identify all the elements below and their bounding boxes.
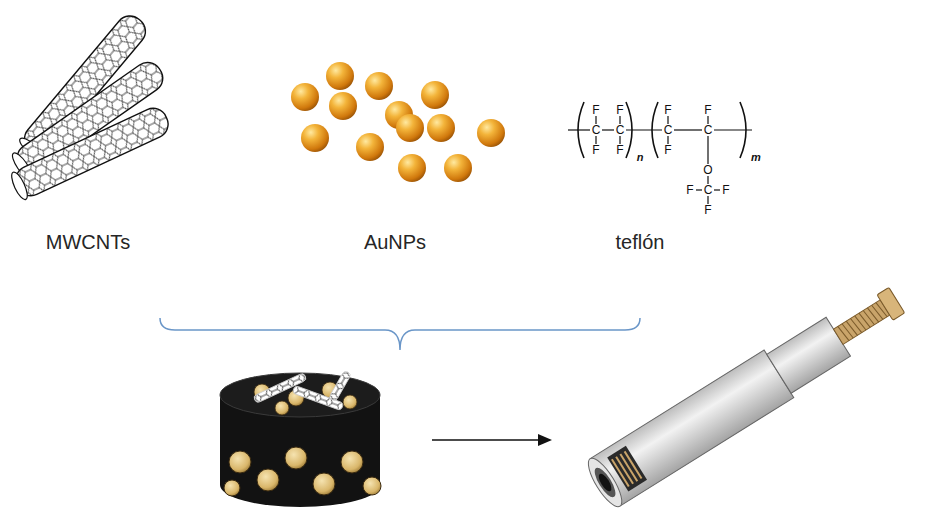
process-arrow [432, 434, 552, 446]
atom-symbol: C [704, 124, 713, 136]
atom-symbol: F [616, 104, 623, 116]
atom-symbol: C [664, 124, 673, 136]
atom-symbol: F [664, 144, 671, 156]
atom-symbol: F [592, 104, 599, 116]
atom-symbol: F [704, 104, 711, 116]
gold-nanoparticles [291, 62, 505, 182]
electrode [583, 276, 912, 511]
atom-symbol: C [616, 124, 625, 136]
bracket [160, 318, 640, 350]
repeat-subscript: n [637, 152, 644, 163]
atom-symbol: O [703, 164, 712, 176]
component-label: teflón [616, 232, 665, 252]
component-label: MWCNTs [46, 232, 130, 252]
atom-symbol: C [592, 124, 601, 136]
component-label: AuNPs [364, 232, 426, 252]
atom-symbol: F [616, 144, 623, 156]
atom-symbol: F [722, 184, 729, 196]
atom-symbol: F [664, 104, 671, 116]
atom-symbol: F [704, 204, 711, 216]
repeat-subscript: m [751, 152, 761, 163]
composite-disk [220, 370, 381, 507]
nanotubes [9, 10, 173, 201]
atom-symbol: F [686, 184, 693, 196]
atom-symbol: F [592, 144, 599, 156]
atom-symbol: C [704, 184, 713, 196]
structure-bonds [568, 102, 752, 204]
